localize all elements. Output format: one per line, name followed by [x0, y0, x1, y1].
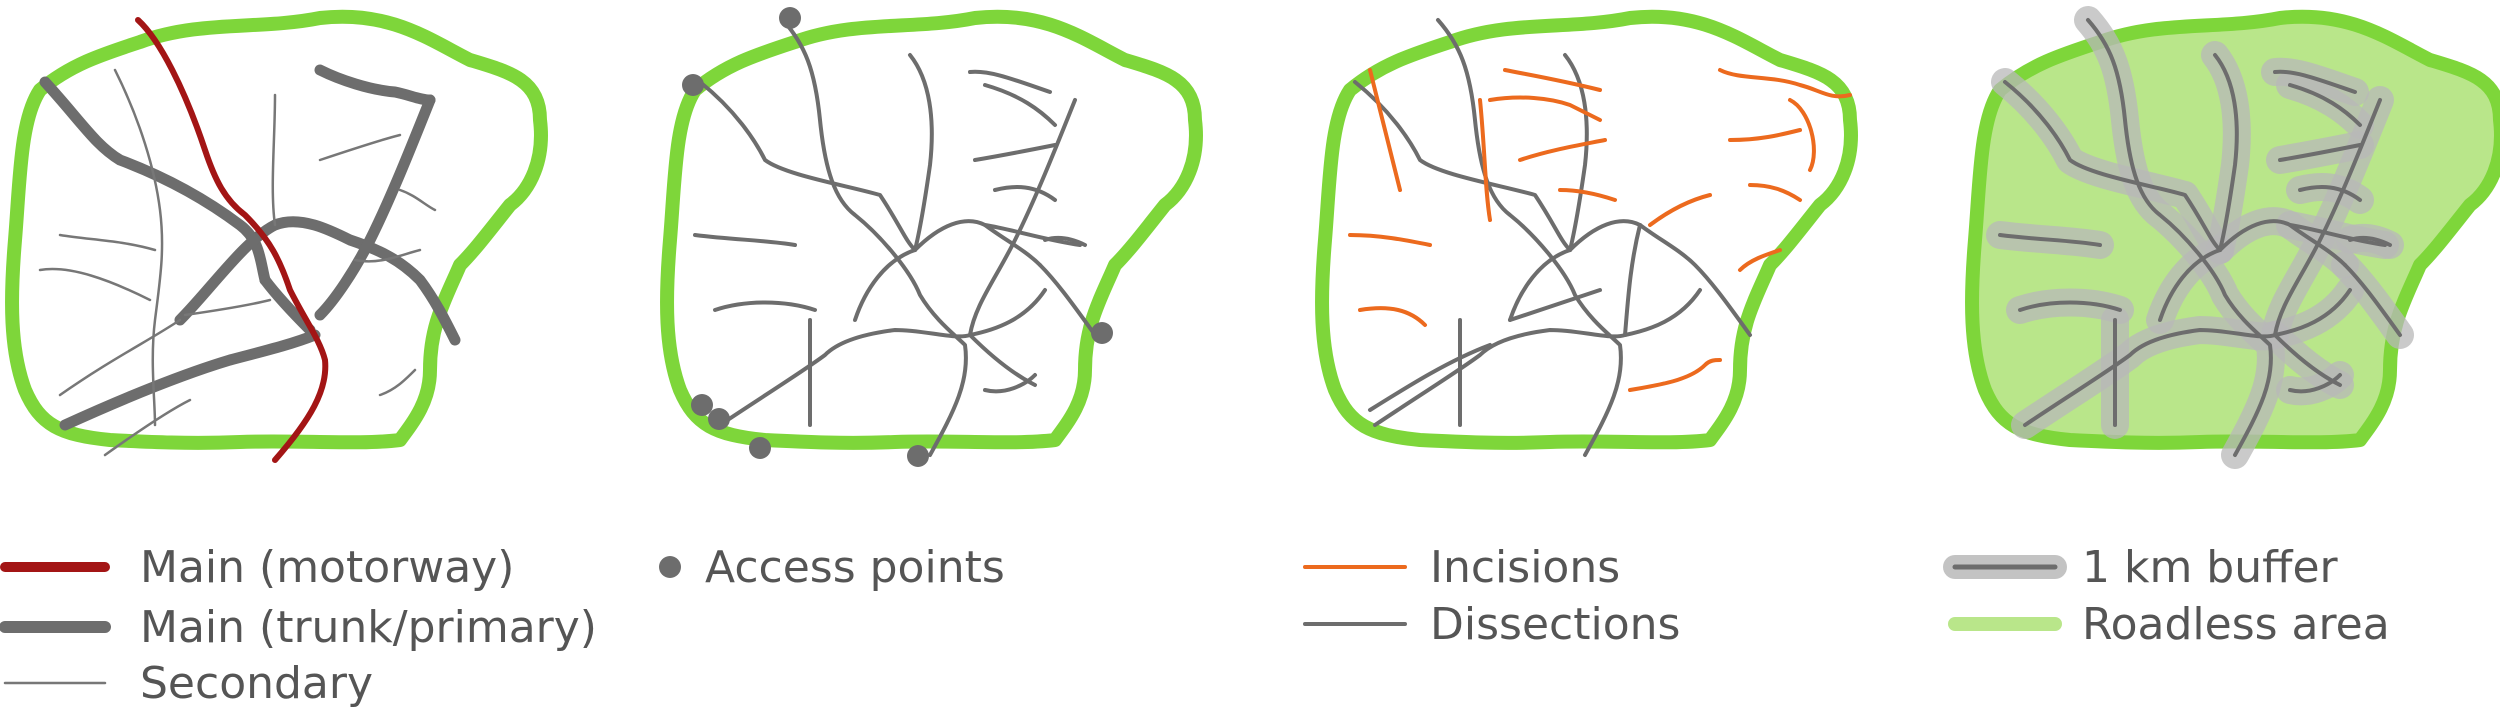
motorway-road — [135, 17, 329, 463]
road-network — [693, 18, 1097, 457]
legend-incisions-label: Incisions — [1430, 542, 1620, 593]
legend-dissections: Dissections — [1303, 599, 1680, 650]
panel-road-classes — [12, 17, 541, 463]
legend-motorway: Main (motorway) — [0, 542, 514, 593]
legend-trunk-primary: Main (trunk/primary) — [0, 602, 597, 653]
legend-trunk-primary-label: Main (trunk/primary) — [140, 602, 597, 653]
access-point — [682, 74, 704, 96]
road-network — [38, 17, 461, 463]
access-point-swatch — [659, 556, 681, 578]
access-point — [907, 445, 929, 467]
panel-access-points — [667, 7, 1196, 467]
access-point — [708, 408, 730, 430]
legend-buffer-label: 1 km buffer — [2082, 542, 2339, 593]
access-point-markers — [682, 7, 1113, 467]
access-point — [749, 437, 771, 459]
access-point — [691, 394, 713, 416]
legend-roadless-area-label: Roadless area — [2082, 599, 2390, 650]
trunk-road — [39, 76, 271, 286]
legend-incisions: Incisions — [1303, 542, 1620, 593]
access-point — [779, 7, 801, 29]
dissection-roads — [1353, 18, 1752, 457]
legend-access-points: Access points — [659, 542, 1005, 593]
legend-roadless-area: Roadless area — [1948, 599, 2390, 650]
incision-roads — [1348, 68, 1852, 392]
panel-buffer-roadless — [1972, 17, 2500, 455]
access-point — [1091, 322, 1113, 344]
panel-incisions-dissections — [1322, 17, 1852, 457]
study-area-boundary — [667, 17, 1196, 443]
legend-motorway-label: Main (motorway) — [140, 542, 514, 593]
legend-access-points-label: Access points — [705, 542, 1005, 593]
legend-dissections-label: Dissections — [1430, 599, 1680, 650]
legend-buffer: 1 km buffer — [1943, 542, 2339, 593]
legend-secondary-label: Secondary — [140, 658, 373, 709]
legend-secondary: Secondary — [3, 658, 373, 709]
secondary-road — [113, 68, 164, 427]
